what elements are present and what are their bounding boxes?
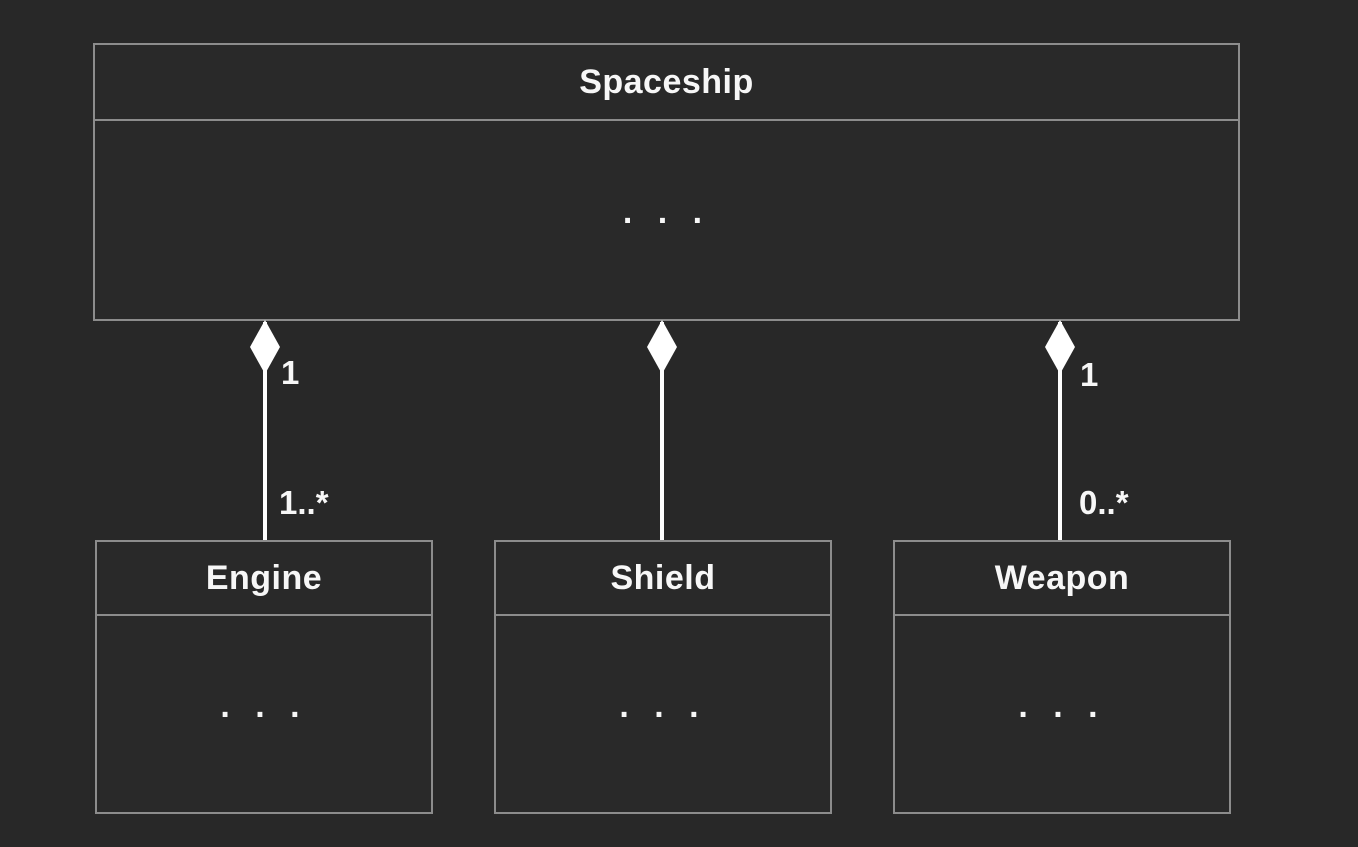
multiplicity-spaceship-weapon-far: 0..* <box>1079 484 1129 521</box>
class-header-shield: Shield <box>496 542 830 616</box>
class-box-engine: Engine . . . <box>95 540 433 814</box>
class-box-spaceship: Spaceship . . . <box>93 43 1240 321</box>
class-header-weapon: Weapon <box>895 542 1229 616</box>
multiplicity-spaceship-engine-far: 1..* <box>279 484 329 521</box>
class-body-engine: . . . <box>97 616 431 812</box>
composition-diamond-icon <box>250 320 280 374</box>
class-members-ellipsis: . . . <box>1018 687 1106 725</box>
class-body-spaceship: . . . <box>95 121 1238 319</box>
composition-line-spaceship-engine <box>263 322 267 540</box>
class-box-weapon: Weapon . . . <box>893 540 1231 814</box>
class-body-weapon: . . . <box>895 616 1229 812</box>
class-header-engine: Engine <box>97 542 431 616</box>
composition-line-spaceship-shield <box>660 322 664 540</box>
class-name-engine: Engine <box>205 558 323 597</box>
composition-line-spaceship-weapon <box>1058 322 1062 540</box>
class-box-shield: Shield . . . <box>494 540 832 814</box>
class-name-shield: Shield <box>610 558 716 597</box>
class-members-ellipsis: . . . <box>220 687 308 725</box>
class-members-ellipsis: . . . <box>622 193 711 231</box>
class-name-spaceship: Spaceship <box>579 62 754 101</box>
class-header-spaceship: Spaceship <box>95 45 1238 121</box>
class-name-weapon: Weapon <box>994 558 1130 597</box>
multiplicity-spaceship-weapon-near: 1 <box>1080 356 1099 393</box>
composition-diamond-icon <box>647 320 677 374</box>
multiplicity-spaceship-engine-near: 1 <box>281 354 300 391</box>
class-members-ellipsis: . . . <box>619 687 707 725</box>
composition-diamond-icon <box>1045 320 1075 374</box>
class-body-shield: . . . <box>496 616 830 812</box>
